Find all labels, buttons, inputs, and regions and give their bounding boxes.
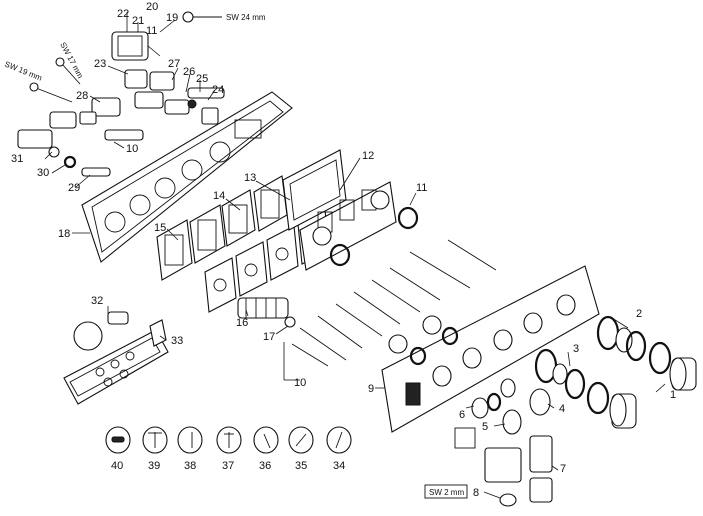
installation-template-33 [63,319,169,405]
callout-11-ring: 11 [416,182,427,194]
callout-37: 37 [222,460,234,472]
callout-38: 38 [184,460,196,472]
tool-label-sw19: SW 19 mm [3,60,43,83]
callout-26: 26 [183,66,195,78]
leader-lines [44,12,666,499]
knob-rosettes-3 [534,348,637,429]
callout-11-cartridge: 11 [146,25,157,37]
wrench-icon [55,57,81,85]
callout-34: 34 [333,460,345,472]
callout-6: 6 [459,409,465,421]
spring-16 [237,297,296,328]
callout-4: 4 [559,403,565,415]
symbol-buttons [105,426,352,454]
callout-17: 17 [263,331,275,343]
callout-33: 33 [171,335,183,347]
cover-plate-9 [381,265,600,433]
callout-24: 24 [212,84,224,96]
callout-9: 9 [368,383,374,395]
callout-20: 20 [146,1,158,13]
cap-6 [471,378,516,419]
wrench-icon [29,82,73,103]
callout-25: 25 [196,73,208,85]
callout-1: 1 [670,389,676,401]
callout-8: 8 [473,487,479,499]
callout-32: 32 [91,295,103,307]
callout-7: 7 [560,463,566,475]
flow-knob-4 [529,388,551,416]
mounting-frame-18 [81,91,293,263]
callout-12: 12 [362,150,374,162]
tool-label-sw2: SW 2 mm [429,488,464,497]
callout-30: 30 [37,167,49,179]
callout-16: 16 [236,317,248,329]
callout-31: 31 [11,153,23,165]
callout-15: 15 [154,222,166,234]
callout-10-screws: 10 [294,377,306,389]
callout-14: 14 [213,190,225,202]
callout-21: 21 [132,15,144,27]
tool-label-sw2-box [424,484,468,499]
callout-5: 5 [482,421,488,433]
valve-body-12 [282,149,419,271]
callout-18: 18 [58,228,70,240]
knob-rosettes-2 [596,315,672,375]
callout-13: 13 [244,172,256,184]
callout-23: 23 [94,58,106,70]
callout-10-cartridge: 10 [126,143,138,155]
callout-numbers: 1 2 3 4 5 6 7 8 9 10 10 11 11 12 13 14 1… [11,1,676,499]
callout-22: 22 [117,8,129,20]
callout-35: 35 [295,460,307,472]
grub-screw-8 [499,493,517,507]
callout-27: 27 [168,58,180,70]
wrench-icon [182,11,222,23]
callout-29: 29 [68,182,80,194]
callout-19: 19 [166,12,178,24]
callout-3: 3 [573,343,579,355]
gasket-plates-15 [156,175,288,281]
screws-10 [291,239,497,367]
tool-label-sw24: SW 24 mm [226,13,266,22]
callout-40: 40 [111,460,123,472]
callout-28: 28 [76,90,88,102]
callout-39: 39 [148,460,160,472]
callout-2: 2 [636,308,642,320]
handle-knob-1 [669,357,697,391]
template-disc-32 [73,311,129,351]
hose-connector-7 [454,427,553,503]
callout-36: 36 [259,460,271,472]
button-5 [502,409,522,435]
